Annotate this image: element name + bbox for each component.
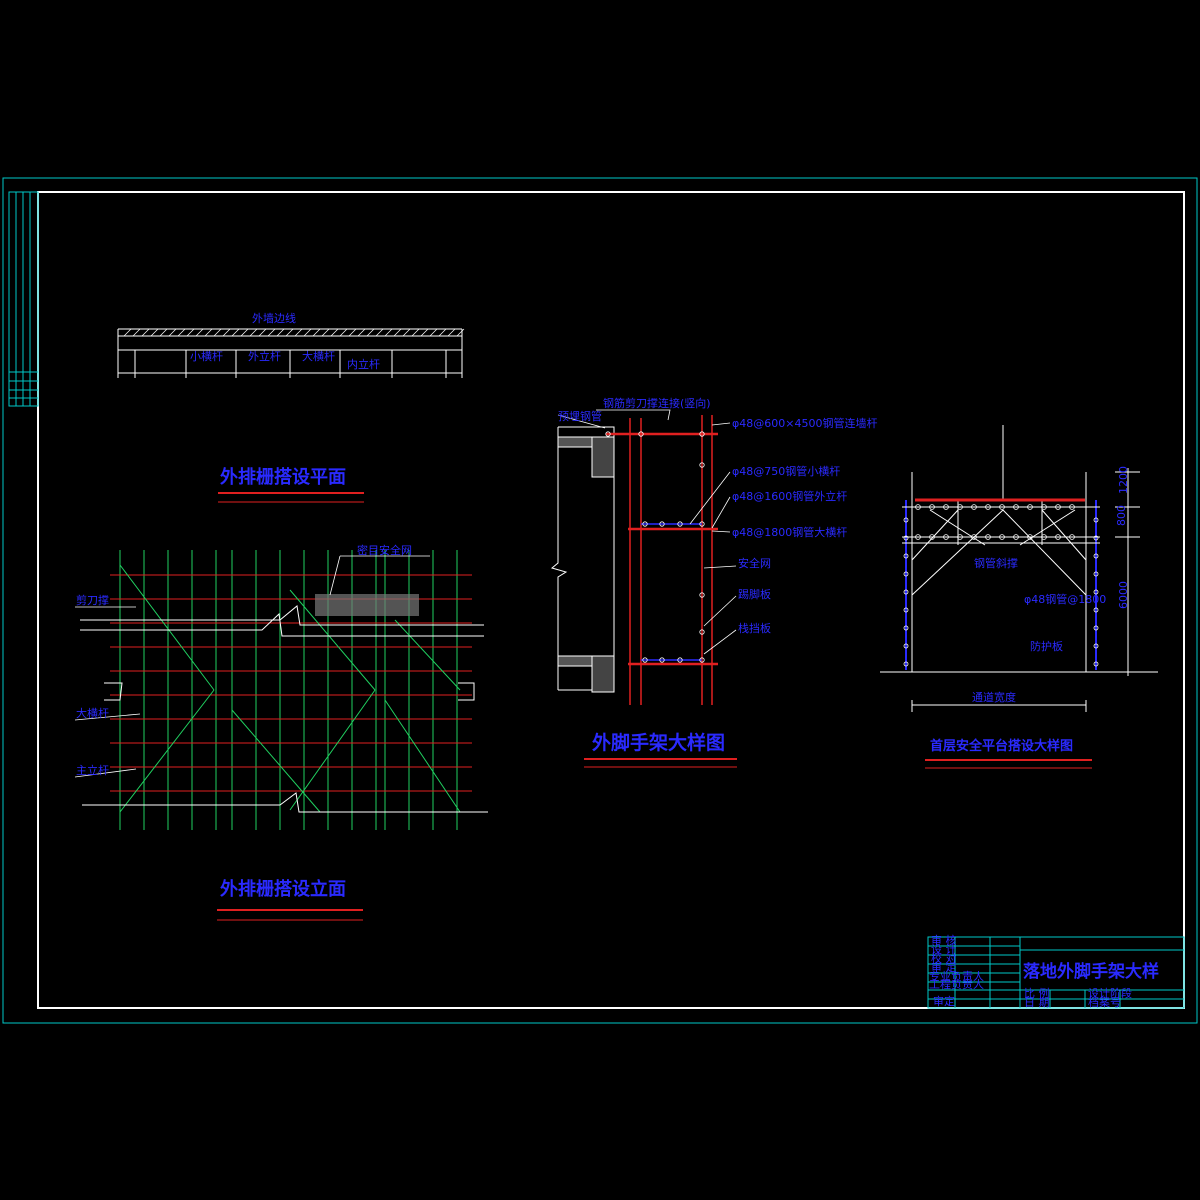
titleblock-drawing-title: 落地外脚手架大样 [1023, 961, 1159, 982]
titleblock-row-2: 设 计 [931, 943, 957, 956]
titleblock-scale: 比 例 [1024, 986, 1050, 1000]
binding-strip [8, 191, 39, 407]
detail-label-small-bar: φ48@750钢管小横杆 [732, 464, 840, 478]
detail-label-net: 安全网 [738, 556, 771, 570]
titleblock-row-4: 审 定 [931, 960, 957, 974]
elevation-breaks [80, 605, 488, 813]
detail-bars [606, 432, 718, 666]
plan-label-big-bar: 大横杆 [302, 349, 335, 363]
detail-leaders [557, 409, 737, 655]
plan-label-wall-line: 外墙边线 [252, 311, 296, 325]
detail-title: 外脚手架大样图 [592, 731, 725, 754]
platform-title: 首层安全平台搭设大样图 [930, 738, 1073, 754]
title-block-lines [927, 936, 1185, 1009]
elevation-label-net: 密目安全网 [357, 543, 412, 557]
detail-label-footboard: 踢脚板 [738, 587, 771, 601]
titleblock-date: 日 期 [1024, 996, 1050, 1009]
platform-columns [905, 500, 1097, 670]
elevation-label-brace: 剪刀撑 [76, 593, 109, 607]
detail-label-anchor: 预埋钢管 [558, 409, 602, 423]
elevation-title: 外排栅搭设立面 [220, 878, 346, 900]
elevation-safety-net [315, 594, 419, 616]
plan-label-outer-pole: 外立杆 [248, 349, 281, 363]
platform-label-pole: φ48钢管@1800 [1024, 592, 1106, 606]
platform-label-board: 防护板 [1030, 639, 1063, 653]
detail-small-bars [641, 523, 702, 661]
elevation-braces [119, 564, 461, 813]
titleblock-row-5: 专业负责人 [929, 969, 984, 983]
titleblock-archive: 档案号 [1088, 995, 1121, 1009]
detail-label-top-bar: φ48@600×4500钢管连墙杆 [732, 416, 877, 430]
detail-label-fixing: 钢筋剪刀撑连接(竖向) [603, 396, 711, 410]
detail-label-outer-pole: φ48@1600钢管外立杆 [732, 489, 847, 503]
detail-clamps [605, 431, 705, 663]
elevation-label-main-pole: 主立杆 [76, 763, 109, 777]
titleblock-row-7: 审定 [933, 994, 955, 1008]
detail-building-wall [550, 426, 615, 693]
plan-label-inner-pole: 内立杆 [347, 357, 380, 371]
titleblock-row-6: 工程负责人 [929, 977, 984, 991]
plan-title: 外排栅搭设平面 [220, 466, 346, 488]
elevation-view: 密目安全网 剪刀撑 大横杆 主立杆 外排栅搭设立面 [74, 543, 488, 921]
plan-posts [134, 350, 447, 378]
detail-poles [629, 415, 713, 705]
titleblock-row-3: 校 对 [931, 951, 957, 965]
elevation-label-big-bar: 大横杆 [76, 706, 109, 720]
platform-dim-6000: 6000 [1117, 581, 1130, 609]
outer-frame [2, 177, 1198, 1024]
elevation-leaders [74, 555, 430, 778]
elevation-grid [110, 550, 472, 830]
plan-label-small-bar: 小横杆 [190, 349, 223, 363]
platform-label-width: 通道宽度 [972, 690, 1016, 704]
plan-hatch-lines [123, 328, 465, 337]
platform-label-diag: 钢管斜撑 [974, 556, 1018, 570]
titleblock-row-1: 审 核 [931, 933, 957, 947]
detail-view: 钢筋剪刀撑连接(竖向) 预埋钢管 φ48@600×4500钢管连墙杆 φ48@7… [550, 396, 877, 768]
platform-frame [902, 425, 1140, 712]
detail-label-guard: 栈挡板 [738, 621, 771, 635]
detail-label-big-bar: φ48@1800钢管大横杆 [732, 525, 847, 539]
platform-clamps [903, 504, 1099, 667]
title-block: 审 核 设 计 校 对 审 定 专业负责人 工程负责人 审定 落地外脚手架大样 … [927, 933, 1185, 1009]
platform-view: 钢管斜撑 φ48钢管@1800 防护板 通道宽度 1200 800 6000 首… [880, 425, 1158, 769]
inner-frame [37, 191, 1185, 1009]
plan-view: 外墙边线 小横杆 外立杆 大横杆 内立杆 外排栅搭设平面 [117, 311, 465, 503]
platform-dim-1200: 1200 [1117, 466, 1130, 494]
titleblock-stage: 设计阶段 [1088, 986, 1132, 1000]
platform-dim-800: 800 [1115, 505, 1128, 526]
